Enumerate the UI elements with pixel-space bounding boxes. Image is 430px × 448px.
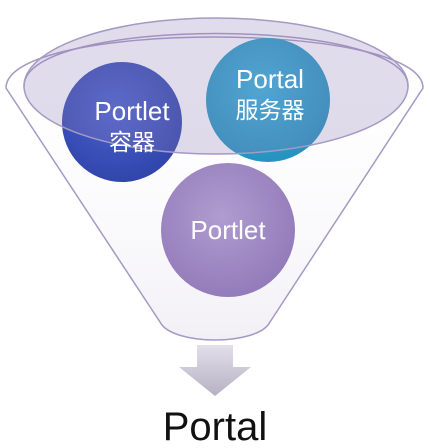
portlet-container-sublabel: 容器 (109, 130, 155, 156)
output-label: Portal (163, 405, 268, 448)
portal-server-circle (206, 38, 330, 162)
portlet-container-circle (62, 62, 182, 182)
funnel-rim-back (23, 32, 409, 87)
portal-server-sublabel: 服务器 (236, 98, 305, 124)
portal-server-label: Portal (236, 64, 304, 94)
portlet-container-label: Portlet (94, 96, 170, 126)
portlet-label: Portlet (190, 215, 266, 245)
funnel-rim (23, 17, 409, 155)
portlet-circle (161, 163, 295, 297)
down-arrow-icon (179, 345, 251, 396)
